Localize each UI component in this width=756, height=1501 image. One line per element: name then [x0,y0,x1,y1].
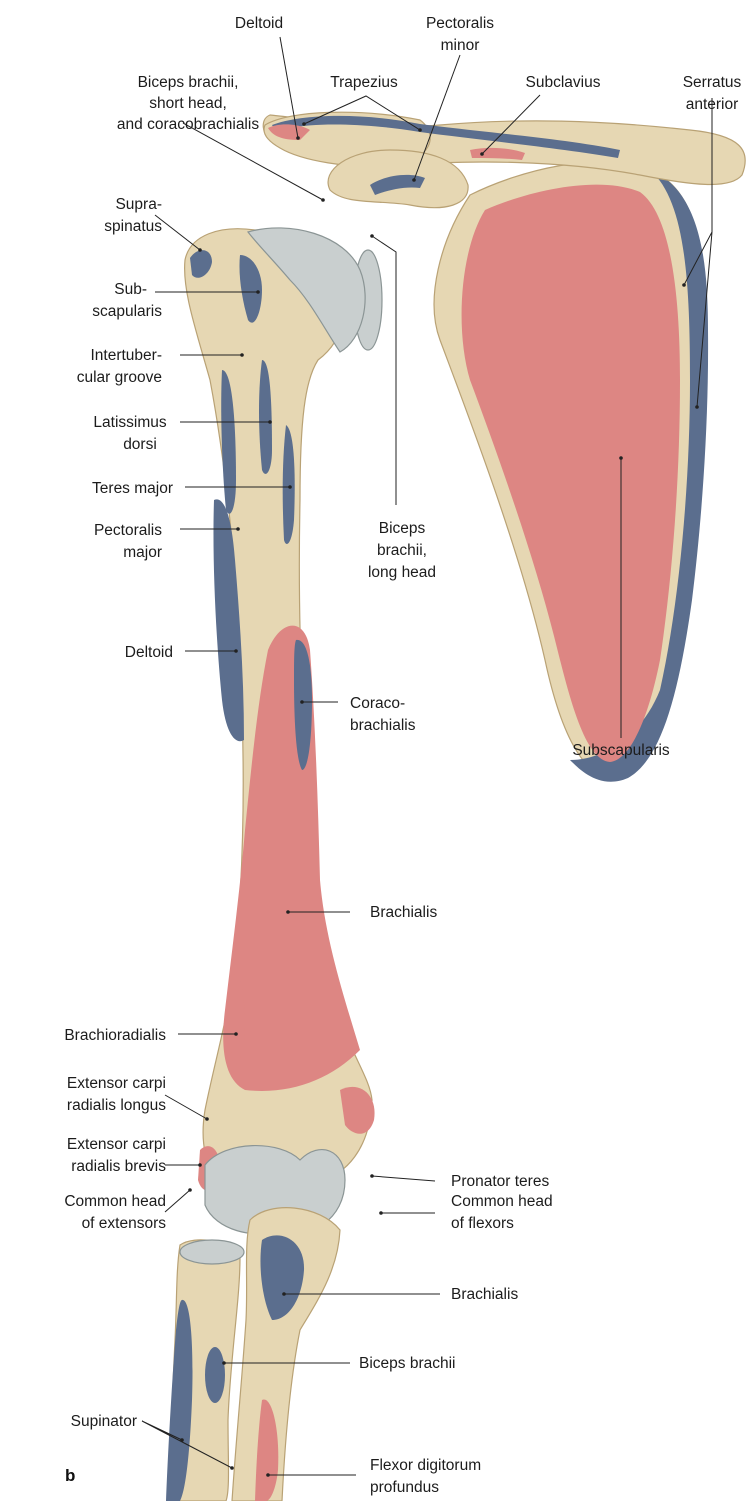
label-supinator: Supinator [71,1413,137,1430]
label-deltoid-top: Deltoid [235,15,283,32]
label-subscapularis-right: Subscapularis [572,742,670,759]
label-brachialis-lower: Brachialis [451,1286,518,1303]
label-biceps-brachii: Biceps brachii [359,1355,456,1372]
label-trapezius: Trapezius [330,74,398,91]
label-intertubercular-groove: Intertuber-cular groove [77,347,162,386]
panel-letter: b [65,1466,75,1485]
label-pronator-teres: Pronator teres [451,1173,549,1190]
label-subscapularis-left: Sub-scapularis [92,281,162,320]
radial-head-cartilage [180,1240,244,1264]
label-biceps-short-head: Biceps brachii,short head,and coracobrac… [117,74,259,133]
label-deltoid-mid: Deltoid [125,644,173,661]
label-brachialis-upper: Brachialis [370,904,437,921]
label-teres-major: Teres major [92,480,173,497]
label-brachioradialis: Brachioradialis [64,1027,166,1044]
biceps-tuberosity-area [205,1347,225,1403]
label-supraspinatus: Supra-spinatus [104,196,162,235]
label-coracobrachialis: Coraco-brachialis [350,695,416,734]
label-subclavius: Subclavius [526,74,601,91]
